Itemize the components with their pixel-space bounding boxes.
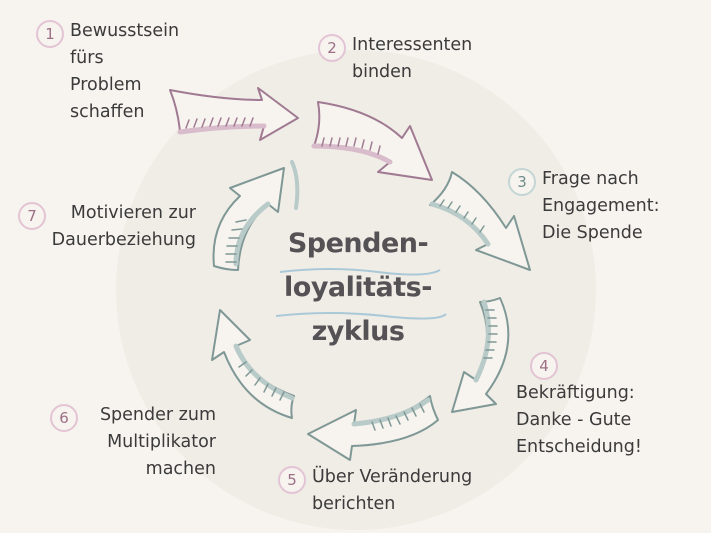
cycle-arrow-2 — [311, 101, 433, 181]
step-4-label: Bekräftigung: Danke - Gute Entscheidung! — [516, 383, 642, 457]
step-7-number: 7 — [18, 202, 46, 230]
step-2-label: Interessenten binden — [352, 35, 473, 82]
cycle-arrow-4 — [451, 297, 510, 413]
background-circle — [116, 50, 596, 530]
title-underline-1 — [279, 268, 441, 276]
cycle-arrow-1 — [169, 87, 299, 141]
step-3-number: 3 — [508, 168, 536, 196]
cycle-arrow-5 — [307, 395, 439, 461]
step-6-label: Spender zum Multiplikator machen — [99, 405, 216, 479]
step-1-label: Bewusstsein fürs Problem schaffen — [70, 21, 180, 122]
diagram-title: Spenden- loyalitäts- zyklus — [284, 228, 432, 347]
cycle-arrow-6 — [211, 309, 295, 419]
step-3-label: Frage nach Engagement: Die Spende — [542, 169, 660, 243]
step-4-number: 4 — [530, 352, 558, 380]
step-2-number: 2 — [318, 34, 346, 62]
step-5-label: Über Veränderung berichten — [312, 467, 473, 514]
step-6-number: 6 — [50, 404, 78, 432]
step-7-label: Motivieren zur Dauerbeziehung — [51, 203, 196, 250]
cycle-arrow-7 — [212, 160, 300, 271]
title-underline-2 — [275, 312, 447, 320]
step-5-number: 5 — [278, 466, 306, 494]
step-1-number: 1 — [36, 20, 64, 48]
cycle-arrow-3 — [429, 171, 531, 271]
